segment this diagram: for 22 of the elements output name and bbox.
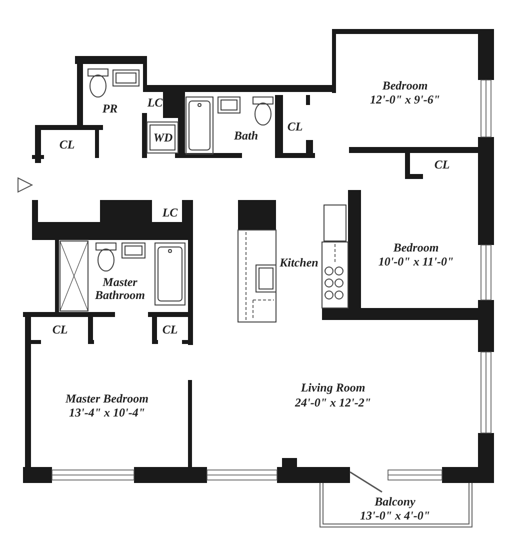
room-dimensions: 24'-0" x 12'-2" [295,396,371,410]
room-name: Bath [234,130,258,142]
room-dimensions: 10'-0" x 11'-0" [378,256,454,268]
room-name: Kitchen [280,256,318,270]
room-name: LC [162,206,178,220]
room-name: WD [153,132,173,144]
room-name: CL [287,120,303,134]
room-dimensions: 12'-0" x 9'-6" [370,94,440,106]
room-name: LC [147,96,163,110]
room-dimensions: 13'-0" x 4'-0" [360,510,430,522]
room-name: CL [162,324,178,336]
room-name: Bedroom [382,80,428,92]
room-name: Living Room [300,382,366,394]
room-name: Balcony [374,496,416,508]
room-name: Master Bathroom [94,276,146,302]
room-name: CL [52,324,68,336]
room-dimensions: 13'-4" x 10'-4" [69,406,145,420]
room-name: CL [59,138,75,152]
room-name: Bedroom [393,242,439,254]
room-name: PR [102,102,118,116]
room-name: Master Bedroom [66,392,148,406]
room-name: CL [434,158,450,172]
